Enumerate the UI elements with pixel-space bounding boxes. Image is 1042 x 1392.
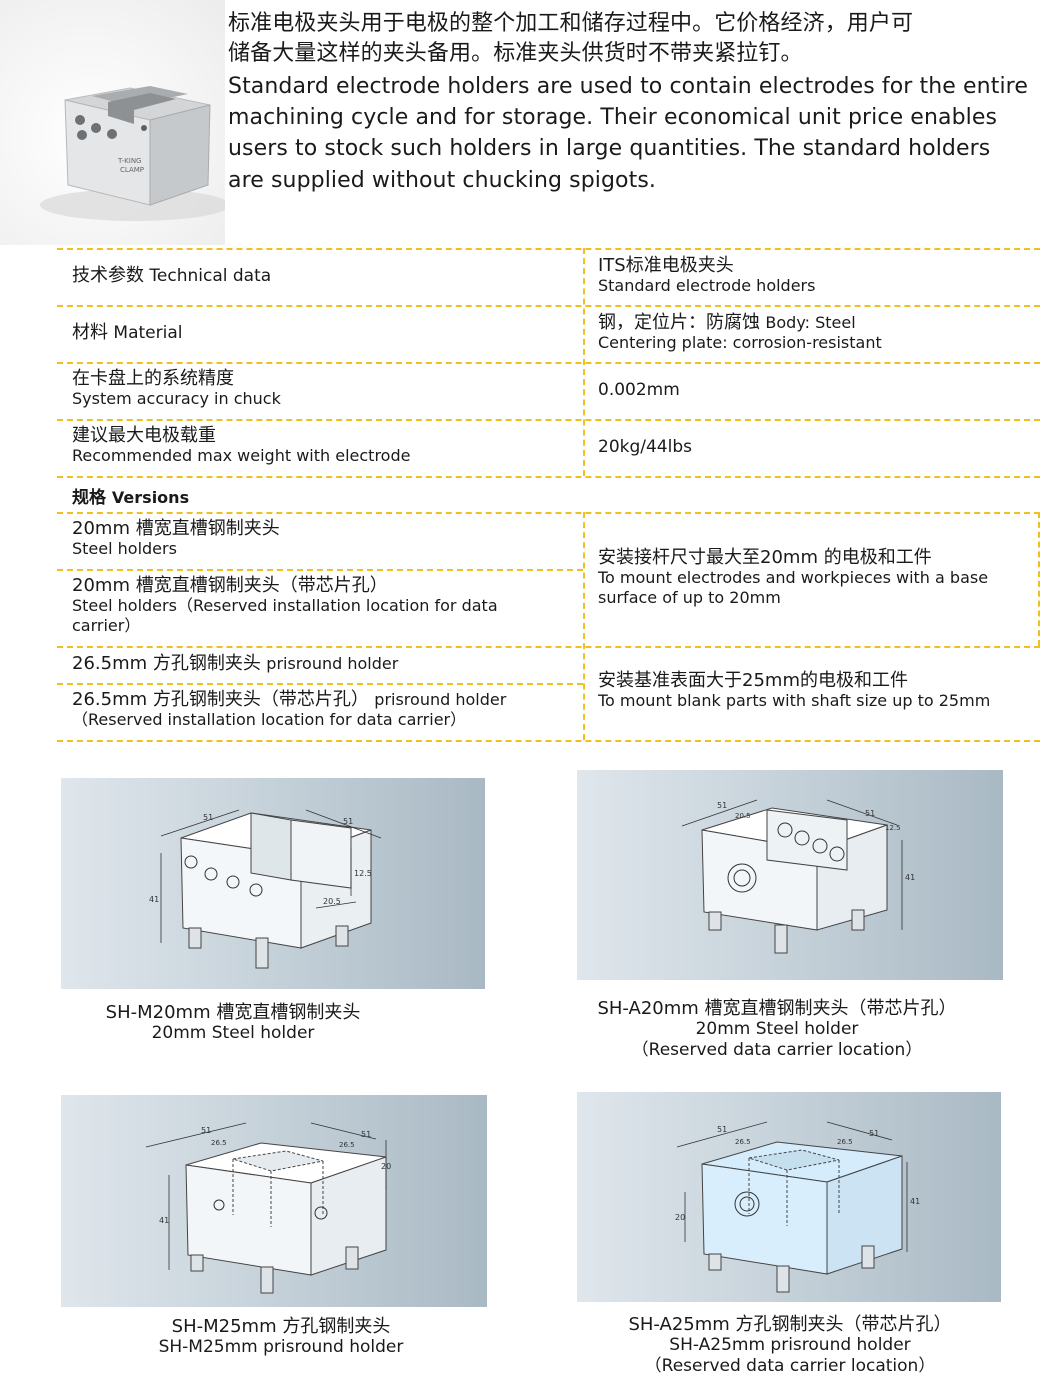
dimension-label: 26.5 [211,1139,227,1147]
dimension-label: 20.5 [735,812,751,820]
figure-sh-a20-caption: SH-A20mm 槽宽直槽钢制夹头（带芯片孔） 20mm Steel holde… [597,998,957,1060]
dimension-label: 51 [865,809,875,818]
intro-en-line-1: Standard electrode holders are used to c… [228,74,1028,99]
version-20mm-steel-chip: 20mm 槽宽直槽钢制夹头（带芯片孔） Steel holders（Reserv… [72,575,498,636]
intro-en-line-4: are supplied without chucking spigots. [228,168,656,193]
dimension-label: 12.5 [354,869,372,878]
table-rule [57,419,1040,421]
intro-en-line-3: users to stock such holders in large qua… [228,136,991,161]
figure-sh-a20-drawing: 51 20.5 51 12.5 41 [577,770,1003,980]
spec-row-technical-data-value: ITS标准电极夹头 Standard electrode holders [598,255,816,296]
intro-en-line-2: machining cycle and for storage. Their e… [228,105,998,130]
table-rule [57,569,583,571]
spec-row-max-weight-value: 20kg/44lbs [598,437,692,457]
table-column-divider [583,248,585,476]
dimension-label: 51 [717,801,727,810]
version-group-2-description: 安装基准表面大于25mm的电极和工件 To mount blank parts … [598,670,991,711]
table-column-divider [583,512,585,740]
product-logo-text-1: T-KING [117,157,141,165]
figure-sh-m25-drawing: 51 26.5 26.5 51 20 41 [61,1095,487,1307]
spec-row-technical-data-label: 技术参数 Technical data [72,265,272,287]
dimension-label: 51 [343,817,353,826]
figure-sh-m20-drawing: 51 51 12.5 20.5 41 [61,778,485,989]
spec-row-max-weight-label: 建议最大电极载重 Recommended max weight with ele… [72,425,411,466]
table-rule [57,476,1040,478]
dimension-label: 26.5 [735,1138,751,1146]
figure-sh-a25-drawing: 51 26.5 26.5 51 20 41 [577,1092,1001,1302]
version-26-5mm-prisround-chip: 26.5mm 方孔钢制夹头（带芯片孔） prisround holder （Re… [72,689,507,730]
table-right-edge [1038,512,1040,646]
dimension-label: 41 [905,873,915,882]
dimension-label: 12.5 [885,824,901,832]
dimension-label: 26.5 [339,1141,355,1149]
table-rule [57,646,1040,648]
table-rule [57,740,1040,742]
intro-zh-line-1: 标准电极夹头用于电极的整个加工和储存过程中。它价格经济，用户可 [228,11,914,36]
dimension-label: 51 [869,1129,879,1138]
product-logo-text-2: CLAMP [120,166,144,174]
dimension-label: 41 [159,1216,169,1225]
version-group-1-description: 安装接杆尺寸最大至20mm 的电极和工件 To mount electrodes… [598,547,989,608]
table-rule [57,305,1040,307]
figure-sh-a25-caption: SH-A25mm 方孔钢制夹头（带芯片孔） SH-A25mm prisround… [628,1314,952,1376]
intro-zh-line-2: 储备大量这样的夹头备用。标准夹头供货时不带夹紧拉钉。 [228,41,803,66]
dimension-label: 41 [149,895,159,904]
dimension-label: 51 [717,1125,727,1134]
version-20mm-steel: 20mm 槽宽直槽钢制夹头 Steel holders [72,518,280,559]
dimension-label: 20 [675,1213,685,1222]
table-rule [57,248,1040,250]
product-photo: T-KING CLAMP [0,0,230,245]
spec-row-accuracy-value: 0.002mm [598,380,680,400]
table-rule [57,362,1040,364]
spec-row-material-value: 钢，定位片：防腐蚀 Body: Steel Centering plate: c… [598,312,882,353]
figure-sh-m25-caption: SH-M25mm 方孔钢制夹头 SH-M25mm prisround holde… [158,1316,404,1357]
spec-row-material-label: 材料 Material [72,322,183,344]
figure-sh-m20-caption: SH-M20mm 槽宽直槽钢制夹头 20mm Steel holder [105,1002,361,1043]
table-rule [57,512,1040,514]
spec-row-accuracy-label: 在卡盘上的系统精度 System accuracy in chuck [72,368,281,409]
versions-heading: 规格 Versions [72,488,190,508]
dimension-label: 51 [361,1130,371,1139]
dimension-label: 41 [910,1197,920,1206]
dimension-label: 51 [203,813,213,822]
dimension-label: 26.5 [837,1138,853,1146]
version-26-5mm-prisround: 26.5mm 方孔钢制夹头 prisround holder [72,653,399,674]
dimension-label: 51 [201,1126,211,1135]
table-rule [57,683,583,685]
dimension-label: 20 [381,1162,391,1171]
dimension-label: 20.5 [323,897,341,906]
